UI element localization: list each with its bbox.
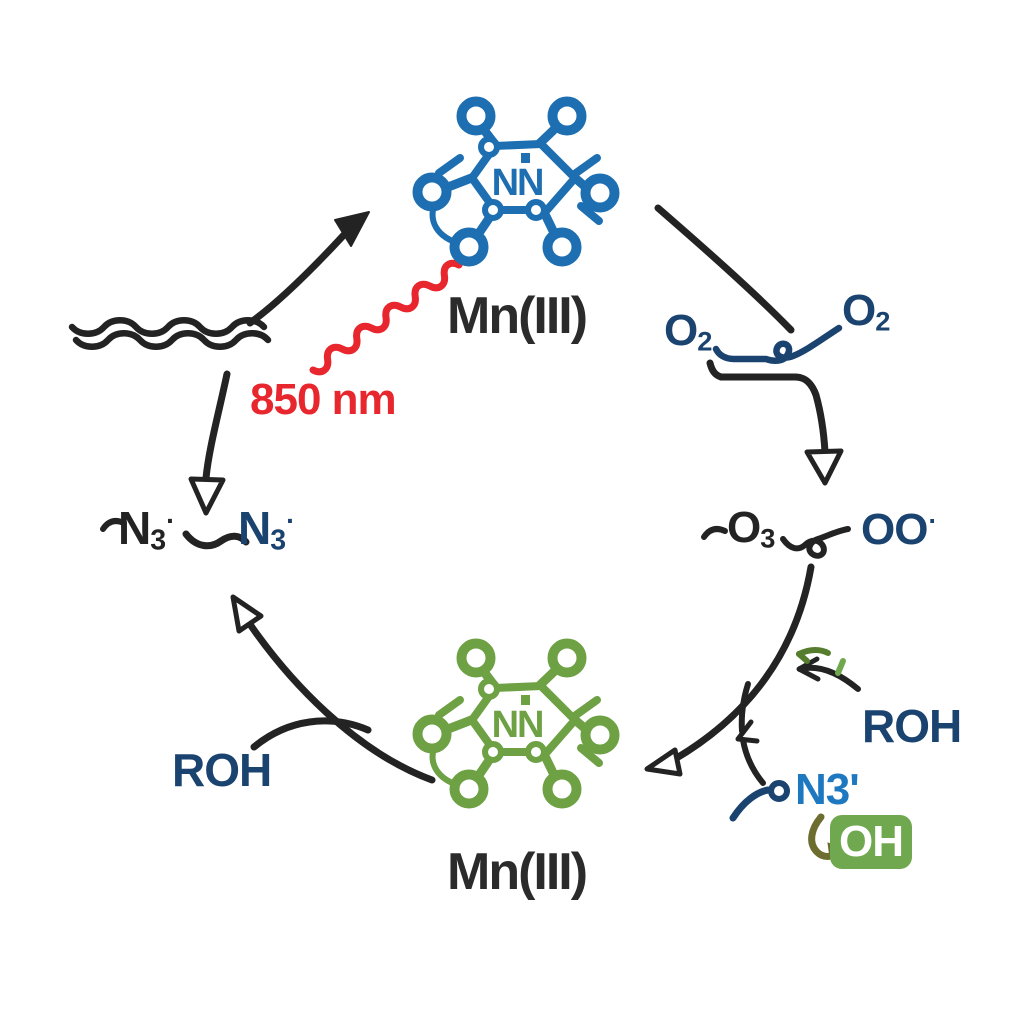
mn3-top-label: Mn(III) [447,287,588,345]
azide-radical-blue-label: N3· [238,502,295,557]
radical-dot: · [928,506,937,537]
solid-arrowhead [334,211,370,247]
roh-right-label: ROH [862,700,962,752]
green-tick [835,658,846,676]
peroxyl-base: OO [861,505,928,554]
ir-photon-squiggle [309,259,463,376]
regeneration-arrow [230,594,436,784]
o2-sub: 2 [697,325,712,357]
roh-left-label: ROH [172,744,272,796]
mn-complex-oxidized [418,102,615,262]
ozonide-sub: 3 [760,522,775,554]
substrate-wavy-lines [68,317,272,350]
azide-radical-black-label: N3· [118,502,175,557]
h-abstraction-arrow [644,563,815,777]
ozonide-tilde [701,526,728,540]
relaxation-arrow [188,370,231,516]
product-release-arrow [735,681,766,786]
radical-dot: · [286,504,295,536]
mn-complex-reduced [418,644,615,804]
n3-prime-label: N3' [795,765,860,814]
open-arrowhead [230,594,264,634]
open-arrowhead [804,448,844,486]
open-arrowhead [644,747,683,777]
n3-bond-curve [729,780,790,822]
hydroxide-badge: OH [830,815,912,869]
roh-addition-arrow [796,647,861,692]
superoxide-formation-arrow [706,359,844,486]
ozonide-base: O [727,503,761,552]
azide-wave [182,530,250,550]
cycle-arrows [68,204,861,860]
o2-connector-squiggle [712,324,843,364]
azide-base: N [118,502,151,554]
chevron-arrowhead [796,656,821,682]
o2-base: O [664,306,698,355]
ozonide-label: O3 [727,503,775,554]
wavelength-label: 850 nm [250,375,397,424]
green-hook [796,651,810,664]
o2-base: O [842,286,876,335]
o2-binding-arc [654,204,795,334]
azide-sub: 3 [270,524,286,557]
hydroxide-label: OH [839,817,904,866]
peroxyl-radical-label: OO· [861,505,937,554]
roh-entry-arc [250,717,372,751]
chevron-arrowhead [735,719,760,744]
o2-sub: 2 [875,305,890,337]
green-stub [796,647,831,657]
open-arrowhead [188,476,226,516]
azide-base: N [238,502,271,554]
radical-dot: · [166,504,175,536]
excitation-arrow [246,211,370,327]
o2-left-label: O2 [664,306,712,357]
mn3-bottom-label: Mn(III) [447,843,588,901]
azide-sub: 3 [150,524,166,557]
ozonide-loop-squiggle [780,526,851,559]
open-circle-terminus [768,780,790,802]
o2-right-label: O2 [842,286,890,337]
azide-tilde [100,518,127,532]
